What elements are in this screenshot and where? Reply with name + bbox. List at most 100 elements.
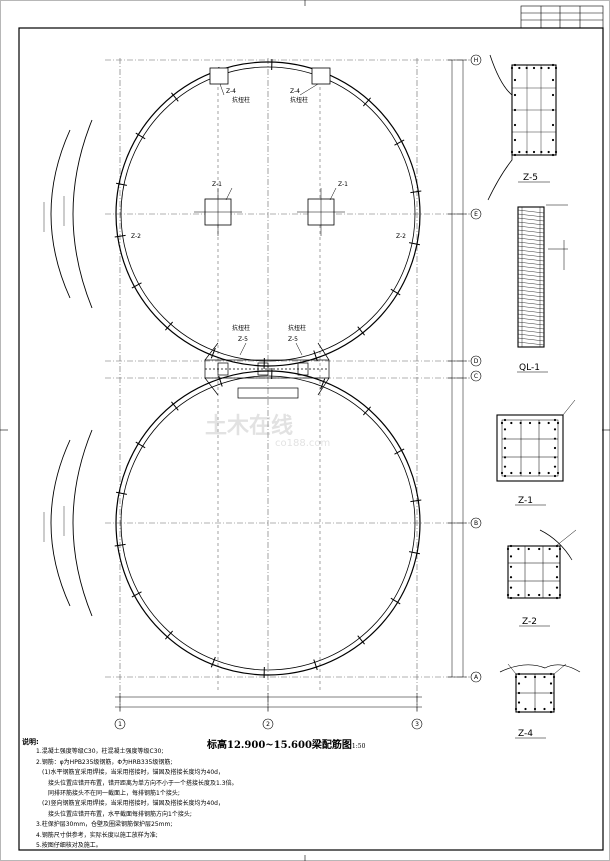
rebar-dot [513,78,517,82]
stirrup-line [517,313,545,318]
rebar-dot [509,555,513,558]
rebar-dot [518,66,521,70]
axis-label-1: 1 [118,721,122,728]
bottom-axis-bubbles [114,718,423,730]
rebar-dot [525,150,528,154]
label-kz-top-right: 抗扭柱 [290,96,308,104]
rebar-dot [509,565,513,568]
rebar-dot [553,418,557,422]
column-z4-top-left [209,67,229,85]
stirrup-line [517,301,545,306]
rebar-dot [500,471,504,475]
rebar-dot [549,682,553,685]
detail-z1-rebars [500,418,560,478]
grid-lines [105,58,470,712]
rebar-dot [558,593,562,597]
rebar-dot [551,108,555,112]
stirrup-line [517,325,545,330]
rebar-dot [503,456,507,459]
rebar-dot [503,446,507,450]
column-z4-top-right [311,67,331,85]
rebar-dot [509,544,513,548]
rebar-dot [547,66,550,70]
right-axis-bubbles [470,54,482,683]
label-z5-left: Z-5 [238,336,248,343]
rebar-dot [547,150,550,154]
detail-z2-title: Z-2 [522,617,537,627]
notes-line: 3.柱保护层30mm，仓壁及圈梁钢筋保护层25mm; [36,821,173,829]
rebar-dot [552,675,556,679]
rebar-dot [547,471,550,475]
rebar-dot [517,593,520,597]
rebar-dot [524,675,527,679]
rebar-dot [555,544,559,548]
rebar-dot [510,66,514,70]
rebar-dot [555,565,559,568]
rebar-dot [548,593,551,597]
rebar-dot [533,675,537,679]
rebar-dot [514,707,518,711]
stirrup-line [517,265,545,270]
axis-bubble-a [470,671,482,683]
detail-z4-title: Z-4 [518,729,533,739]
rebar-dot [548,547,551,551]
rebar-dot [551,93,555,97]
label-z5-right: Z-5 [288,336,298,343]
axis-bubble-3 [411,718,423,730]
detail-z4 [499,663,581,713]
rebar-dot [513,153,517,157]
rebar-dot [532,150,536,154]
detail-z1 [496,399,576,482]
rebar-dot [524,707,527,711]
wall-tick-mark [171,92,179,102]
rebar-dot [503,428,507,431]
rebar-dot [519,471,522,475]
rebar-dot [500,421,504,425]
wall-tick-mark [171,401,179,411]
rebar-dot [506,547,510,551]
axis-label-2: 2 [266,721,270,728]
right-dimension-chain [448,59,467,678]
rebar-dot [553,474,557,478]
connection-note [242,391,243,396]
notes-line: 同排环筋接头不在同一截面上，每排钢筋1个接头; [48,790,180,798]
rebar-dot [555,576,559,579]
rebar-dot [517,672,521,676]
rebar-dot [540,150,543,154]
wall-tick-mark [165,321,174,331]
rebar-dot [517,710,521,714]
rebar-dot [558,547,562,551]
rebar-dot [551,138,555,142]
label-kz-top-left: 抗扭柱 [232,96,250,104]
rebar-dot [510,471,513,475]
stirrup-line [517,317,545,322]
rebar-dot [549,710,553,714]
stirrup-line [517,257,545,262]
detail-ql1 [517,204,568,348]
column-detail-marks [194,188,345,236]
rebar-dot [556,421,560,425]
stirrup-line [517,253,545,258]
design-notes: 说明: 1.混凝土强度等级C30，柱混凝土强度等级C30; 2.钢筋：φ为HPB… [22,737,462,851]
connection-zone [204,342,330,399]
stirrup-line [517,281,545,286]
rebar-dot [509,576,513,579]
stirrup-line [517,225,545,230]
detail-z2-rebars [506,544,562,600]
detail-z1-title: Z-1 [518,496,533,506]
rebar-dot [553,428,557,431]
stirrup-line [517,329,545,334]
rebar-dot [503,418,507,422]
stirrup-line [517,341,545,346]
rebar-dot [513,138,517,142]
rebar-dot [517,691,521,695]
detail-z2 [507,529,577,599]
wall-tick-mark [313,350,318,362]
wall-tick-mark [409,242,421,246]
rebar-dot [506,593,510,597]
stirrup-line [517,213,545,218]
rebar-dot [538,471,541,475]
stirrup-line [517,245,545,250]
stirrup-line [517,297,545,302]
